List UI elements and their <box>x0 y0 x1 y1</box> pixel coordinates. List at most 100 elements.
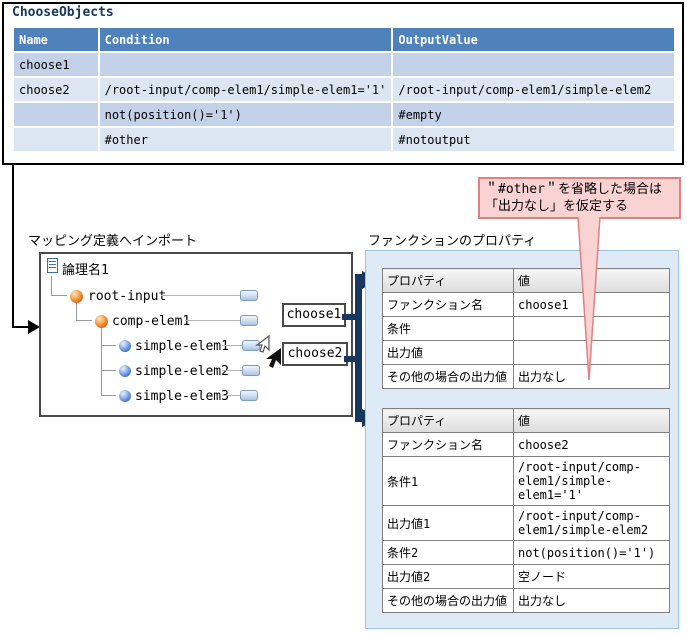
table-cell: 空ノード <box>513 564 670 589</box>
document-icon <box>47 258 58 273</box>
mapping-heading: マッピング定義へインポート <box>28 234 198 249</box>
tree-connector <box>76 303 77 321</box>
tree-connector <box>101 395 116 396</box>
table-cell: /root-input/comp-elem1/simple-elem1='1' <box>99 78 392 101</box>
table-cell: 出力値1 <box>382 505 514 541</box>
complex-element-icon <box>70 290 83 303</box>
leader-line <box>222 345 242 346</box>
table-cell <box>14 128 98 151</box>
tree-node-label: simple-elem1 <box>135 339 229 354</box>
table-cell: choose2 <box>14 78 98 101</box>
table-cell <box>393 53 674 76</box>
navy-connector <box>355 274 362 422</box>
table-cell: not(position()='1') <box>99 103 392 126</box>
table-cell: choose2 <box>513 432 670 457</box>
leader-line <box>161 295 240 296</box>
table-cell: その他の場合の出力値 <box>382 588 514 613</box>
callout-tail <box>577 217 601 381</box>
column-header-property: プロパティ <box>382 268 514 293</box>
tree-connector <box>101 370 116 371</box>
table-cell: 出力なし <box>513 364 670 389</box>
function-box-choose1: choose1 <box>282 303 346 327</box>
mapping-port <box>242 365 260 376</box>
leader-line <box>185 320 240 321</box>
tree-connector <box>101 345 116 346</box>
arrow-right-icon <box>28 320 40 334</box>
navy-connector <box>342 314 358 320</box>
simple-element-icon <box>119 340 131 352</box>
mapping-tree-box <box>39 252 353 417</box>
table-cell: 条件1 <box>382 456 514 506</box>
table-cell: #notoutput <box>393 128 674 151</box>
tree-connector <box>76 320 92 321</box>
table-row: #other#notoutput <box>14 128 674 151</box>
tree-node-label: simple-elem3 <box>135 389 229 404</box>
table-cell <box>14 103 98 126</box>
table-row: その他の場合の出力値出力なし <box>382 588 670 613</box>
table-cell: 出力値 <box>382 340 514 365</box>
choose-objects-title: ChooseObjects <box>12 5 114 20</box>
connector-line-horizontal <box>12 326 30 328</box>
table-cell: /root-input/comp-elem1/simple-elem2 <box>393 78 674 101</box>
table-cell: ファンクション名 <box>382 292 514 317</box>
table-row: 条件1/root-input/comp- elem1/simple- elem1… <box>382 456 670 506</box>
tree-connector <box>51 276 52 296</box>
cursor-icon <box>255 334 281 368</box>
table-row: 出力値 <box>382 340 670 365</box>
leader-line <box>222 395 242 396</box>
leader-line <box>222 370 242 371</box>
table-header-row: プロパティ 値 <box>382 408 670 433</box>
simple-element-icon <box>119 390 131 402</box>
column-header-outputvalue: OutputValue <box>393 28 674 51</box>
column-header-name: Name <box>14 28 98 51</box>
table-row: not(position()='1')#empty <box>14 103 674 126</box>
function-box-choose2: choose2 <box>282 342 348 366</box>
mapping-port <box>240 390 258 401</box>
table-header-row: プロパティ 値 <box>382 268 670 293</box>
table-cell: #empty <box>393 103 674 126</box>
table-row: 条件 <box>382 316 670 341</box>
tree-node-label: comp-elem1 <box>112 314 191 329</box>
table-cell: #other <box>99 128 392 151</box>
table-cell: /root-input/comp- elem1/simple-elem2 <box>513 505 670 541</box>
table-cell: ファンクション名 <box>382 432 514 457</box>
mapping-port <box>240 290 258 301</box>
tree-connector <box>101 328 102 396</box>
table-row: choose1 <box>14 53 674 76</box>
column-header-value: 値 <box>513 408 670 433</box>
table-cell: choose1 <box>14 53 98 76</box>
table-cell: 条件2 <box>382 540 514 565</box>
column-header-condition: Condition <box>99 28 392 51</box>
tree-root-label: 論理名1 <box>62 263 109 278</box>
table-row: 出力値1/root-input/comp- elem1/simple-elem2 <box>382 505 670 541</box>
table-cell: 出力値2 <box>382 564 514 589</box>
table-cell: /root-input/comp- elem1/simple- elem1='1… <box>513 456 670 506</box>
table-cell: その他の場合の出力値 <box>382 364 514 389</box>
navy-connector <box>344 356 358 362</box>
tree-connector <box>51 295 67 296</box>
table-header-row: Name Condition OutputValue <box>14 28 674 51</box>
table-cell: 条件 <box>382 316 514 341</box>
simple-element-icon <box>119 365 131 377</box>
table-cell: 出力なし <box>513 588 670 613</box>
table-cell: not(position()='1') <box>513 540 670 565</box>
table-row: choose2/root-input/comp-elem1/simple-ele… <box>14 78 674 101</box>
table-cell <box>99 53 392 76</box>
connector-line-vertical <box>12 163 14 327</box>
callout-note: ＂#other＂を省略した場合は 「出力なし」を仮定する <box>478 177 681 219</box>
column-header-property: プロパティ <box>382 408 514 433</box>
table-row: その他の場合の出力値出力なし <box>382 364 670 389</box>
properties-heading: ファンクションのプロパティ <box>368 234 537 249</box>
tree-node-label: simple-elem2 <box>135 364 229 379</box>
tree-node-label: root-input <box>88 289 167 304</box>
